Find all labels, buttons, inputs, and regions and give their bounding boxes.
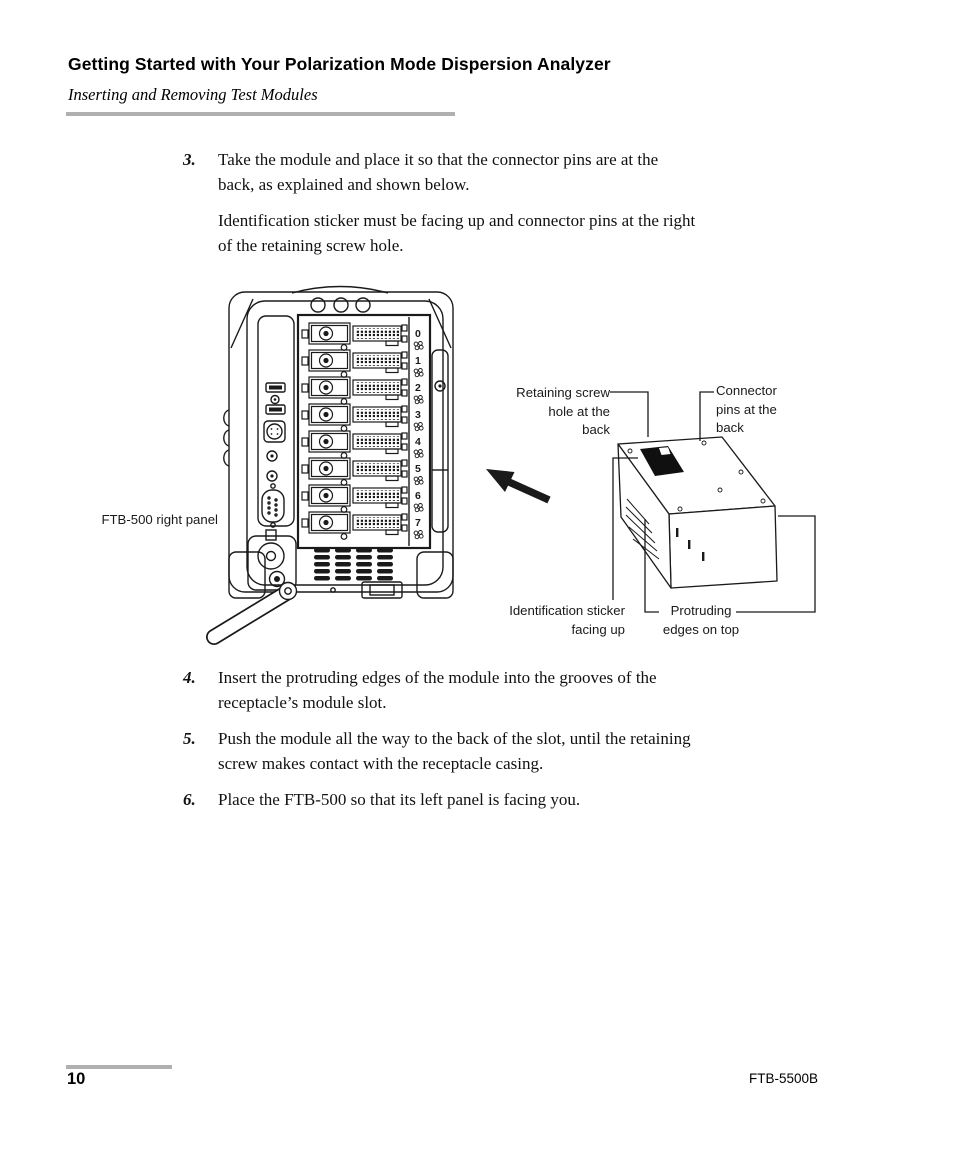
- header-divider: [66, 112, 455, 116]
- page-number: 10: [67, 1070, 86, 1088]
- callout-retaining-screw: Retaining screw hole at the back: [516, 385, 610, 437]
- test-module-illustration: [617, 436, 778, 589]
- callout-protruding-edges: Protruding edges on top: [662, 603, 740, 637]
- step-number: 5.: [183, 729, 196, 748]
- ftb500-right-panel-illustration: [206, 285, 454, 645]
- module-insertion-figure: 0 1 2 3 4 5 6 7: [206, 285, 816, 645]
- step-text: Insert the protruding edges of the modul…: [218, 668, 657, 712]
- panel-caption: FTB-500 right panel: [101, 512, 218, 527]
- step-number: 3.: [183, 150, 196, 169]
- step-5: 5. Push the module all the way to the ba…: [183, 726, 833, 776]
- footer-divider: [66, 1065, 172, 1069]
- slot-number-7: 7: [415, 517, 421, 529]
- slot-number-6: 6: [415, 490, 421, 502]
- slot-number-3: 3: [415, 409, 421, 421]
- page-title: Getting Started with Your Polarization M…: [68, 54, 611, 74]
- section-subtitle: Inserting and Removing Test Modules: [68, 85, 318, 104]
- slot-number-5: 5: [415, 463, 421, 475]
- step-text: Take the module and place it so that the…: [218, 150, 659, 194]
- callout-connector-pins: Connector pins at the back: [716, 383, 777, 435]
- slot-number-2: 2: [415, 382, 421, 394]
- callout-identification-sticker: Identification sticker facing up: [509, 603, 625, 637]
- slot-number-0: 0: [415, 328, 421, 340]
- step-number: 4.: [183, 668, 196, 687]
- step-text: Place the FTB-500 so that its left panel…: [218, 790, 581, 809]
- step-4: 4. Insert the protruding edges of the mo…: [183, 665, 833, 715]
- step-6: 6. Place the FTB-500 so that its left pa…: [183, 787, 833, 812]
- identification-sticker: [640, 446, 684, 476]
- document-code: FTB-5500B: [748, 1071, 818, 1086]
- insertion-direction-arrow-icon: [486, 469, 551, 504]
- step-3-note: Identification sticker must be facing up…: [218, 211, 696, 255]
- step-3: 3. Take the module and place it so that …: [183, 147, 833, 197]
- slot-number-4: 4: [415, 436, 421, 448]
- slot-number-1: 1: [415, 355, 421, 367]
- callout-leader-lines: [610, 391, 816, 613]
- step-text: Push the module all the way to the back …: [218, 729, 691, 773]
- step-number: 6.: [183, 790, 196, 809]
